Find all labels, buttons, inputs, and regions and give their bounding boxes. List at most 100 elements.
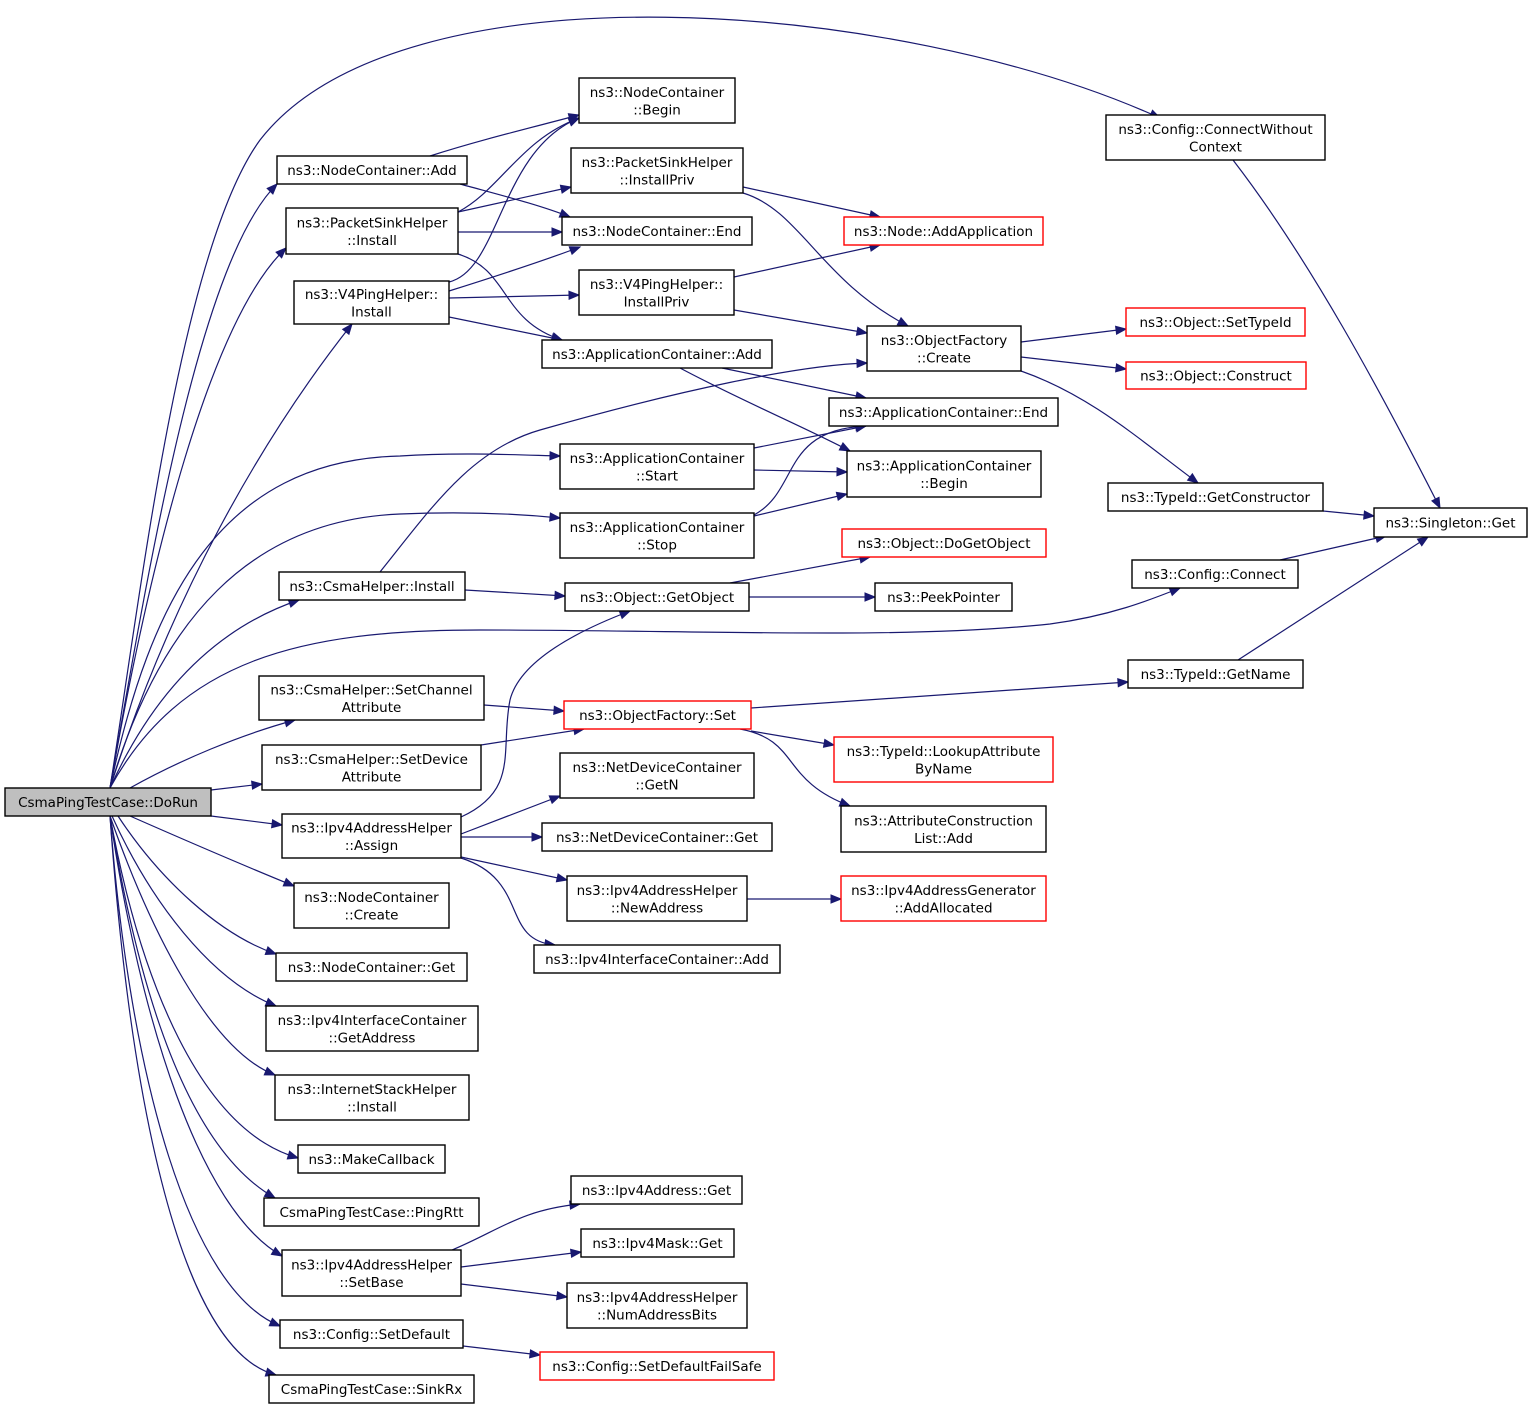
node-v4-install[interactable]: ns3::V4PingHelper::Install: [293, 280, 450, 325]
edge-arrowhead: [1114, 325, 1128, 335]
node-typeid-getctor[interactable]: ns3::TypeId::GetConstructor: [1107, 482, 1324, 512]
node-label: Install: [351, 304, 392, 320]
node-of-create[interactable]: ns3::ObjectFactory::Create: [866, 325, 1022, 372]
node-label: ns3::PacketSinkHelper: [297, 215, 448, 231]
edge-v4_install-to-nc_begin: [448, 117, 581, 283]
edge-nc_add-to-nc_begin: [429, 113, 581, 157]
node-nc-end[interactable]: ns3::NodeContainer::End: [561, 216, 753, 246]
edge-line: [379, 362, 868, 573]
node-ac-stop[interactable]: ns3::ApplicationContainer::Stop: [559, 512, 755, 559]
node-ipv4ic-getaddr[interactable]: ns3::Ipv4InterfaceContainer::GetAddress: [265, 1005, 479, 1052]
node-ndc-getn[interactable]: ns3::NetDeviceContainer::GetN: [559, 752, 755, 799]
node-label: ns3::CsmaHelper::Install: [289, 579, 454, 595]
node-ac-add[interactable]: ns3::ApplicationContainer::Add: [541, 339, 773, 369]
node-ipv4addr-get[interactable]: ns3::Ipv4Address::Get: [570, 1175, 743, 1205]
node-box: [566, 1282, 748, 1329]
node-obj-getobject[interactable]: ns3::Object::GetObject: [564, 582, 750, 612]
node-box: [1105, 114, 1326, 161]
edge-dorun-to-csma_setdev: [210, 780, 264, 791]
edge-line: [117, 815, 277, 955]
node-csma-install[interactable]: ns3::CsmaHelper::Install: [278, 571, 466, 601]
edge-arrowhead: [264, 997, 278, 1007]
edge-line: [739, 728, 851, 807]
node-ac-start[interactable]: ns3::ApplicationContainer::Start: [559, 443, 755, 490]
node-nc-add[interactable]: ns3::NodeContainer::Add: [276, 155, 468, 185]
edge-arrowhead: [568, 290, 581, 300]
edge-line: [750, 730, 835, 746]
edge-v4_install-to-nc_end: [448, 246, 582, 292]
node-nc-create[interactable]: ns3::NodeContainer::Create: [293, 882, 450, 929]
edge-line: [109, 16, 1161, 789]
edge-line: [460, 795, 561, 835]
node-ipv4ah-newaddr[interactable]: ns3::Ipv4AddressHelper::NewAddress: [566, 875, 748, 922]
node-ipv4ic-add[interactable]: ns3::Ipv4InterfaceContainer::Add: [533, 944, 781, 974]
node-ipv4mask-get[interactable]: ns3::Ipv4Mask::Get: [580, 1228, 735, 1258]
node-v4-installpriv[interactable]: ns3::V4PingHelper::InstallPriv: [578, 269, 735, 316]
edge-ipv4ah_assign-to-ipv4ah_newaddr: [460, 856, 569, 883]
node-label: ::Create: [917, 350, 971, 366]
node-ac-end[interactable]: ns3::ApplicationContainer::End: [828, 397, 1059, 427]
node-makecallback[interactable]: ns3::MakeCallback: [297, 1144, 446, 1174]
edge-arrowhead: [275, 247, 287, 259]
node-sinkrx[interactable]: CsmaPingTestCase::SinkRx: [268, 1374, 475, 1404]
edge-arrowhead: [830, 894, 843, 904]
node-box: [263, 1197, 480, 1227]
node-dorun[interactable]: CsmaPingTestCase::DoRun: [4, 787, 212, 817]
node-singleton-get[interactable]: ns3::Singleton::Get: [1373, 507, 1528, 538]
edge-arrowhead: [835, 491, 849, 502]
node-obj-settypeid[interactable]: ns3::Object::SetTypeId: [1125, 307, 1306, 337]
edge-psh_install-to-nc_begin: [457, 117, 581, 213]
node-ish-install[interactable]: ns3::InternetStackHelper::Install: [274, 1074, 470, 1121]
node-ipv4ah-assign[interactable]: ns3::Ipv4AddressHelper::Assign: [281, 813, 462, 859]
node-of-set[interactable]: ns3::ObjectFactory::Set: [563, 700, 752, 730]
edge-dorun-to-makecallback: [109, 815, 300, 1160]
node-label: ns3::Object::GetObject: [580, 590, 734, 606]
node-nc-get[interactable]: ns3::NodeContainer::Get: [275, 952, 468, 982]
edge-line: [480, 728, 585, 746]
edge-dorun-to-nc_add: [109, 183, 278, 789]
node-psh-installpriv[interactable]: ns3::PacketSinkHelper::InstallPriv: [570, 147, 744, 194]
node-label: ns3::Ipv4Address::Get: [582, 1183, 731, 1199]
node-label: ns3::V4PingHelper::: [590, 277, 723, 293]
edge-obj_getobject-to-obj_dogetobject: [729, 554, 872, 584]
edge-line: [109, 815, 277, 1376]
edge-of_create-to-obj_construct: [1020, 356, 1128, 373]
node-ndc-get[interactable]: ns3::NetDeviceContainer::Get: [541, 822, 773, 852]
node-node-addapp[interactable]: ns3::Node::AddApplication: [843, 216, 1044, 246]
edge-arrowhead: [251, 780, 264, 790]
node-ac-begin[interactable]: ns3::ApplicationContainer::Begin: [846, 450, 1042, 498]
node-ipv4ah-numbits[interactable]: ns3::Ipv4AddressHelper::NumAddressBits: [566, 1282, 748, 1329]
node-obj-dogetobject[interactable]: ns3::Object::DoGetObject: [841, 528, 1047, 558]
node-pingrtt[interactable]: CsmaPingTestCase::PingRtt: [263, 1197, 480, 1227]
node-cfg-setdefaultfs[interactable]: ns3::Config::SetDefaultFailSafe: [539, 1351, 775, 1381]
node-ipv4ag-addalloc[interactable]: ns3::Ipv4AddressGenerator::AddAllocated: [840, 875, 1047, 922]
node-box: [841, 528, 1047, 558]
edge-of_create-to-obj_settypeid: [1020, 325, 1128, 343]
node-box: [570, 1175, 743, 1205]
node-ipv4ah-setbase[interactable]: ns3::Ipv4AddressHelper::SetBase: [281, 1249, 462, 1297]
edge-line: [448, 246, 581, 292]
node-label: ns3::ApplicationContainer: [857, 458, 1032, 474]
edge-line: [721, 367, 867, 399]
edge-cfg_setdefault-to-cfg_setdefaultfs: [462, 1345, 542, 1359]
edge-line: [742, 186, 881, 218]
node-box: [559, 752, 755, 799]
node-nc-begin[interactable]: ns3::NodeContainer::Begin: [578, 77, 736, 124]
node-peekpointer[interactable]: ns3::PeekPointer: [874, 582, 1013, 612]
node-cfg-setdefault[interactable]: ns3::Config::SetDefault: [279, 1319, 464, 1349]
edge-line: [1237, 536, 1429, 661]
node-typeid-getname[interactable]: ns3::TypeId::GetName: [1127, 659, 1304, 689]
node-label: ns3::Ipv4InterfaceContainer::Add: [545, 952, 769, 968]
node-psh-install[interactable]: ns3::PacketSinkHelper::Install: [285, 207, 459, 255]
node-obj-construct[interactable]: ns3::Object::Construct: [1125, 361, 1307, 390]
edge-line: [109, 587, 1181, 789]
node-label: ns3::NetDeviceContainer::Get: [556, 830, 758, 846]
node-cfg-connect[interactable]: ns3::Config::Connect: [1131, 559, 1299, 589]
edge-line: [109, 815, 283, 1257]
